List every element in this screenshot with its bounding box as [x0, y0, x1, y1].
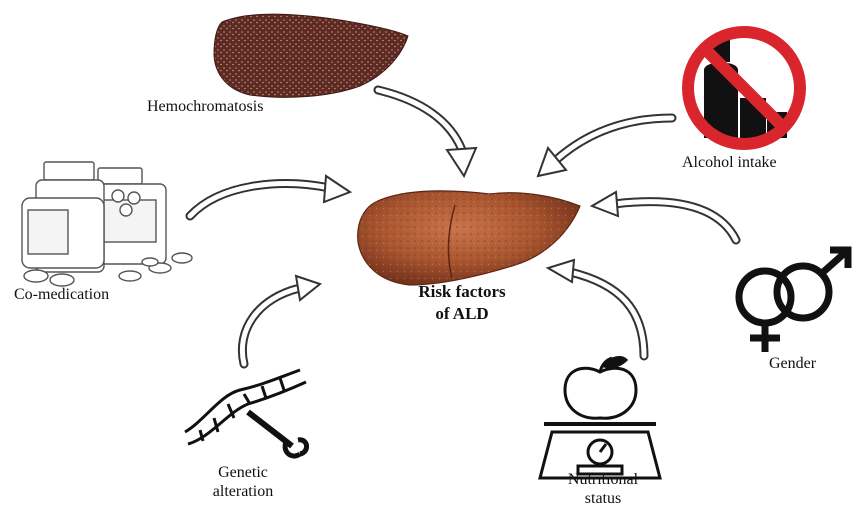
center-label-line1: Risk factors: [392, 281, 532, 303]
nutritional-label-line2: status: [548, 489, 658, 506]
center-label: Risk factors of ALD: [392, 281, 532, 325]
alcohol-intake-label: Alcohol intake: [682, 153, 777, 172]
nutritional-status-label: Nutritional status: [548, 470, 658, 506]
pill-bottles-icon: [22, 162, 192, 286]
apple-scale-icon: [540, 358, 660, 478]
genetic-label-line2: alteration: [196, 482, 290, 501]
nutritional-label-line1: Nutritional: [548, 470, 658, 489]
gender-label: Gender: [769, 354, 816, 373]
arrow-from-hemochromatosis: [378, 90, 476, 176]
no-alcohol-icon: [688, 32, 800, 144]
dna-wrench-icon: [185, 370, 307, 456]
gender-symbol-icon: [739, 250, 848, 352]
arrow-from-nutritional: [548, 260, 644, 356]
arrow-from-gender: [592, 192, 736, 240]
genetic-label-line1: Genetic: [196, 463, 290, 482]
genetic-alteration-label: Genetic alteration: [196, 463, 290, 501]
center-label-line2: of ALD: [392, 303, 532, 325]
arrow-from-alcohol: [538, 118, 672, 176]
iron-liver-icon: [214, 14, 408, 97]
hemochromatosis-label: Hemochromatosis: [147, 97, 263, 116]
co-medication-label: Co-medication: [14, 285, 109, 304]
arrow-from-genetic: [242, 276, 320, 364]
arrow-from-comedication: [190, 176, 350, 216]
liver-icon: [358, 191, 580, 285]
